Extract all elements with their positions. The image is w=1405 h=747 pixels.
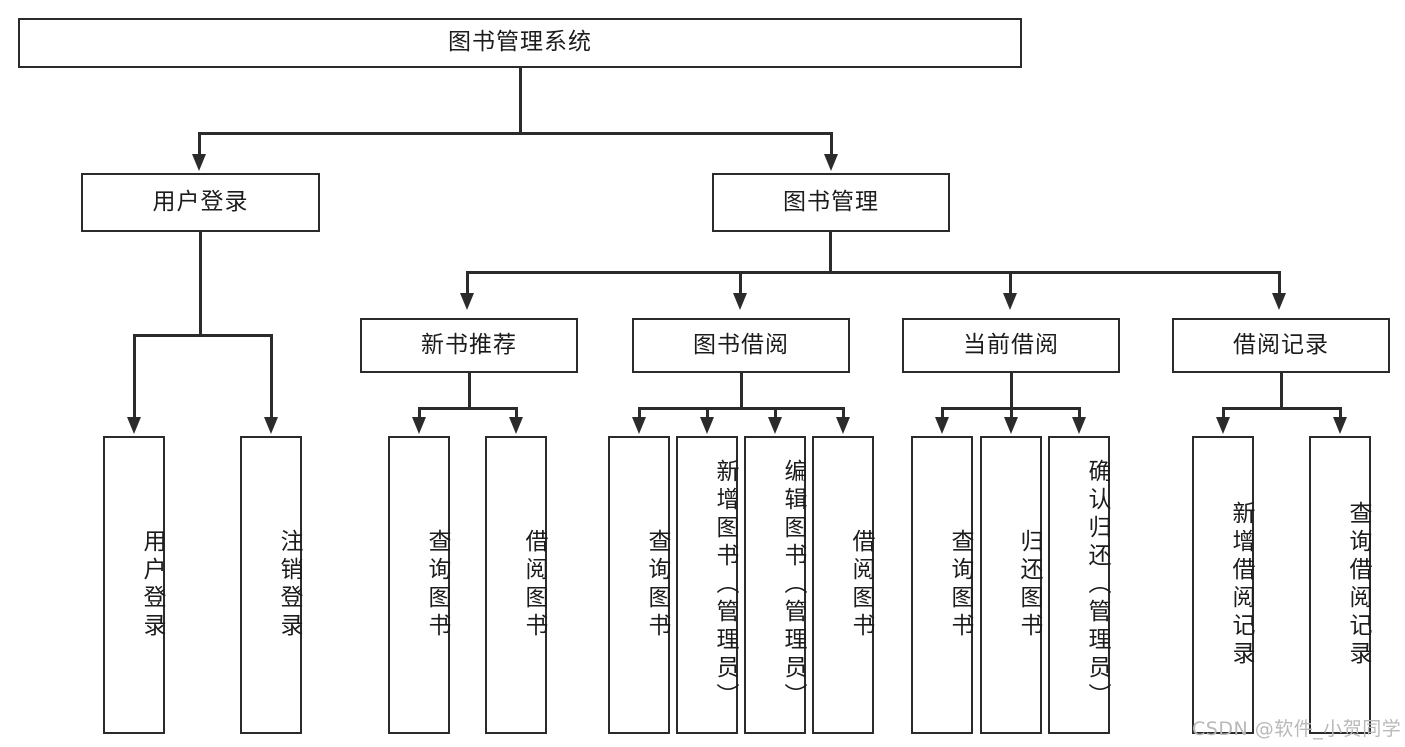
arrow-book-borrow-to-leaf-3 [768,417,782,434]
arrow-current-borrow-to-leaf-2 [1004,417,1018,434]
connector-book-borrow-to-leaf-1 [638,407,641,419]
leaf-label: 注销登录 [276,529,302,641]
connector-root-to-book-mgmt [830,132,833,156]
csdn-watermark: CSDN @软件_小贺同学 [1192,718,1402,740]
leaf-borrow-records-query-record[interactable]: 查询借阅记录 [1309,436,1371,734]
leaf-new-book-borrow-book[interactable]: 借阅图书 [485,436,547,734]
connector-new-book-bus [418,407,518,410]
connector-book-borrow-to-leaf-2 [706,407,709,419]
leaf-label: 查询图书 [424,529,450,641]
connector-borrow-records-stem [1280,373,1283,410]
arrow-book-mgmt-to-borrow-records [1272,293,1286,310]
connector-book-mgmt-bus [466,271,1278,274]
leaf-book-borrow-edit-book[interactable]: 编辑图书（管理员） [744,436,806,734]
connector-book-mgmt-stem [829,232,832,274]
leaf-book-borrow-add-book[interactable]: 新增图书（管理员） [676,436,738,734]
leaf-label: 借阅图书 [521,529,547,641]
leaf-book-borrow-query-book[interactable]: 查询图书 [608,436,670,734]
connector-current-borrow-stem [1010,373,1013,410]
arrow-borrow-records-to-leaf-1 [1216,417,1230,434]
leaf-label: 归还图书 [1016,529,1042,641]
connector-book-mgmt-to-borrow-records [1278,271,1281,295]
leaf-label: 编辑图书（管理员） [780,459,806,711]
arrow-book-borrow-to-leaf-1 [632,417,646,434]
leaf-label: 查询图书 [947,529,973,641]
arrow-book-mgmt-to-book-borrow [733,293,747,310]
arrow-current-borrow-to-leaf-1 [935,417,949,434]
leaf-label: 新增图书（管理员） [712,459,738,711]
leaf-user-login-logout[interactable]: 注销登录 [240,436,302,734]
connector-user-login-stem [199,232,202,336]
node-user-login[interactable]: 用户登录 [81,173,320,232]
leaf-current-borrow-query-book[interactable]: 查询图书 [911,436,973,734]
arrow-new-book-to-leaf-2 [509,417,523,434]
arrow-book-mgmt-to-current-borrow [1003,293,1017,310]
leaf-current-borrow-confirm-return[interactable]: 确认归还（管理员） [1048,436,1110,734]
connector-root-bus [198,132,832,135]
leaf-label: 借阅图书 [848,529,874,641]
arrow-current-borrow-to-leaf-3 [1072,417,1086,434]
leaf-label: 新增借阅记录 [1228,501,1254,669]
arrow-book-borrow-to-leaf-2 [700,417,714,434]
connector-new-book-to-leaf-2 [515,407,518,419]
node-current-borrow[interactable]: 当前借阅 [902,318,1120,373]
arrow-user-login-to-leaf-2 [264,417,278,434]
arrow-book-mgmt-to-new-book [460,293,474,310]
leaf-new-book-query-book[interactable]: 查询图书 [388,436,450,734]
connector-user-login-bus [133,334,272,337]
connector-book-borrow-bus [638,407,844,410]
node-new-book-recommend[interactable]: 新书推荐 [360,318,578,373]
connector-user-login-to-leaf-1 [133,334,136,419]
connector-borrow-records-to-leaf-2 [1339,407,1342,419]
arrow-root-to-book-mgmt [824,154,838,171]
connector-book-borrow-stem [740,373,743,410]
leaf-label: 查询借阅记录 [1345,501,1371,669]
connector-current-borrow-to-leaf-1 [941,407,944,419]
leaf-current-borrow-return-book[interactable]: 归还图书 [980,436,1042,734]
connector-book-mgmt-to-new-book [466,271,469,295]
arrow-borrow-records-to-leaf-2 [1333,417,1347,434]
connector-root-to-user-login [198,132,201,156]
leaf-borrow-records-add-record[interactable]: 新增借阅记录 [1192,436,1254,734]
arrow-book-borrow-to-leaf-4 [836,417,850,434]
connector-borrow-records-to-leaf-1 [1222,407,1225,419]
arrow-user-login-to-leaf-1 [127,417,141,434]
node-borrow-records[interactable]: 借阅记录 [1172,318,1390,373]
connector-new-book-to-leaf-1 [418,407,421,419]
node-book-management[interactable]: 图书管理 [712,173,950,232]
node-book-borrow[interactable]: 图书借阅 [632,318,850,373]
connector-borrow-records-bus [1222,407,1341,410]
connector-user-login-to-leaf-2 [270,334,273,419]
leaf-book-borrow-borrow-book[interactable]: 借阅图书 [812,436,874,734]
connector-new-book-stem [468,373,471,410]
node-root-system[interactable]: 图书管理系统 [18,18,1022,68]
arrow-new-book-to-leaf-1 [412,417,426,434]
leaf-label: 查询图书 [644,529,670,641]
leaf-user-login-login[interactable]: 用户登录 [103,436,165,734]
connector-current-borrow-to-leaf-2 [1010,407,1013,419]
connector-book-borrow-to-leaf-3 [774,407,777,419]
connector-book-mgmt-to-book-borrow [739,271,742,295]
connector-current-borrow-to-leaf-3 [1078,407,1081,419]
connector-book-mgmt-to-current-borrow [1009,271,1012,295]
connector-book-borrow-to-leaf-4 [842,407,845,419]
arrow-root-to-user-login [192,154,206,171]
connector-root-stem [519,68,522,134]
leaf-label: 用户登录 [139,529,165,641]
leaf-label: 确认归还（管理员） [1084,459,1110,711]
